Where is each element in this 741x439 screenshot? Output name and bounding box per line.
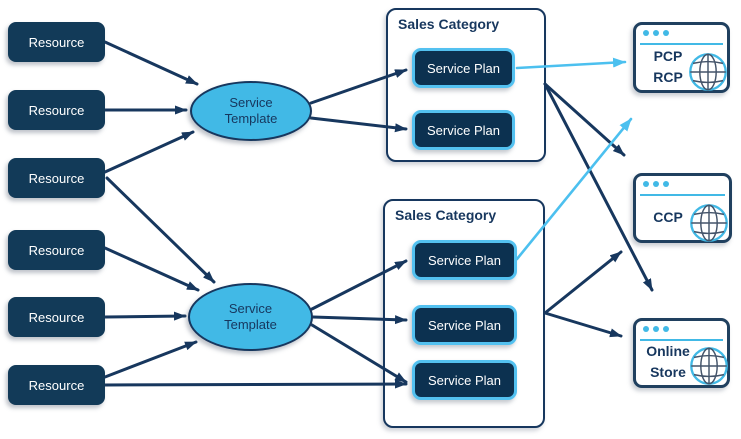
arrow-resource5-to-template2 — [103, 311, 187, 321]
service-plan-node-1: Service Plan — [412, 48, 515, 88]
arrow-resource6-to-template2 — [103, 340, 198, 379]
service-plan-label: Service Plan — [428, 372, 501, 388]
service-plan-label: Service Plan — [428, 252, 501, 268]
globe-icon — [689, 53, 727, 91]
service-plan-node-4: Service Plan — [412, 305, 517, 345]
portal-label: PCP RCP — [638, 45, 698, 88]
sales-category-title: Sales Category — [398, 16, 500, 32]
portal-window-online-store: Online Store — [633, 318, 730, 388]
resource-label: Resource — [28, 377, 85, 393]
arrow-resource3-to-template1 — [103, 130, 195, 174]
arrow-resource4-to-template2 — [103, 246, 200, 292]
service-plan-node-3: Service Plan — [412, 240, 517, 280]
globe-icon — [690, 347, 728, 385]
arrow-category2-to-online-store — [543, 311, 623, 338]
resource-label: Resource — [28, 309, 85, 325]
window-title-bar-line — [640, 43, 723, 45]
arrow-category1-to-ccp — [543, 82, 626, 157]
window-dots-icon — [643, 181, 669, 187]
portal-label-line: PCP — [653, 47, 683, 64]
service-plan-node-5: Service Plan — [412, 360, 517, 400]
portal-label-line: CCP — [653, 208, 683, 225]
service-plan-label: Service Plan — [428, 317, 501, 333]
service-plan-label: Service Plan — [427, 122, 500, 138]
portal-label: Online Store — [638, 341, 698, 383]
service-template-node-1: Service Template — [190, 81, 312, 141]
portal-window-pcp-rcp: PCP RCP — [633, 22, 730, 93]
arrow-resource1-to-template1 — [103, 40, 199, 86]
portal-label-line: Store — [650, 364, 686, 380]
portal-label: CCP — [638, 196, 698, 238]
sales-category-title: Sales Category — [395, 207, 497, 223]
arrow-category2-to-ccp — [543, 250, 623, 315]
resource-label: Resource — [28, 242, 85, 258]
portal-label-line: Online — [646, 343, 690, 359]
resource-node-1: Resource — [8, 22, 105, 62]
window-title-bar-line — [640, 194, 725, 196]
portal-label-line: RCP — [653, 68, 683, 85]
service-plan-node-2: Service Plan — [412, 110, 515, 150]
window-dots-icon — [643, 30, 669, 36]
window-dots-icon — [643, 326, 669, 332]
service-template-label: Service Template — [224, 95, 278, 126]
arrow-resource3-to-template2 — [105, 176, 216, 284]
window-title-bar-line — [640, 339, 723, 341]
resource-node-2: Resource — [8, 90, 105, 130]
resource-node-4: Resource — [8, 230, 105, 270]
resource-label: Resource — [28, 34, 85, 50]
service-template-node-2: Service Template — [188, 283, 313, 351]
resource-label: Resource — [28, 170, 85, 186]
arrow-resource6-to-plan5 — [103, 379, 408, 389]
resource-node-6: Resource — [8, 365, 105, 405]
service-plan-label: Service Plan — [427, 60, 500, 76]
resource-node-3: Resource — [8, 158, 105, 198]
globe-icon — [690, 204, 728, 242]
portal-window-ccp: CCP — [633, 173, 732, 243]
service-template-label: Service Template — [224, 301, 277, 332]
resource-node-5: Resource — [8, 297, 105, 337]
resource-label: Resource — [28, 102, 85, 118]
